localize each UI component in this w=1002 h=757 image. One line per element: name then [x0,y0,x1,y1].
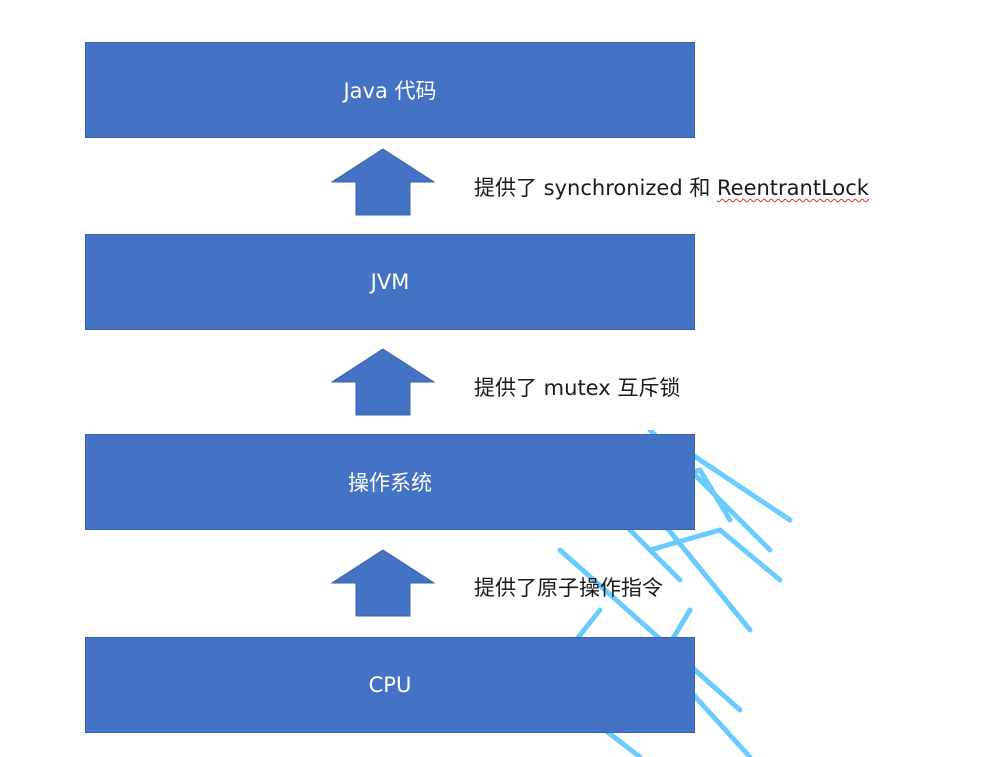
operating-system-label: 操作系统 [348,471,432,495]
up-arrow-icon [331,348,435,416]
operating-system-layer: 操作系统 [85,434,695,530]
java-code-label: Java 代码 [343,79,437,103]
up-arrow-icon [331,549,435,617]
cpu-label: CPU [368,673,412,697]
cpu-layer: CPU [85,637,695,733]
jvm-layer: JVM [85,234,695,330]
os-provides-label: 提供了 mutex 互斥锁 [474,376,681,400]
up-arrow-icon [331,148,435,216]
jvm-label: JVM [370,270,410,294]
cpu-provides-label: 提供了原子操作指令 [474,576,663,600]
reentrantlock-term: ReentrantLock [717,176,869,200]
jvm-provides-label: 提供了 synchronized 和 ReentrantLock [474,172,869,202]
jvm-provides-prefix: 提供了 synchronized 和 [474,176,717,200]
java-code-layer: Java 代码 [85,42,695,138]
